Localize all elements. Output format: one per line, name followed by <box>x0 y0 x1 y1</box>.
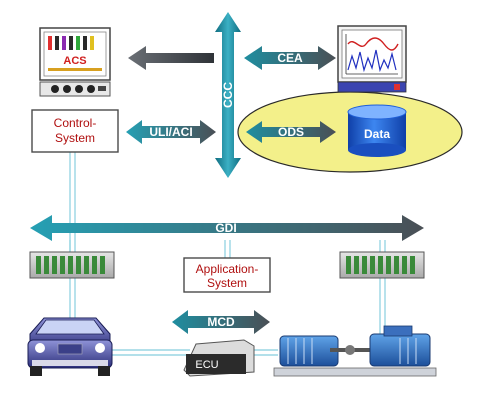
io-rack-left <box>29 251 115 279</box>
cea-bus-arrow: CEA <box>244 46 336 70</box>
application-system-label-line2: System <box>207 276 247 290</box>
gdi-label: GDI <box>215 221 236 235</box>
control-system-box: Control- System <box>31 109 119 153</box>
database-icon: Data <box>347 104 407 157</box>
acs-monitor: ACS <box>39 27 111 97</box>
io-rack-right <box>339 251 425 279</box>
uli-aci-label: ULI/ACI <box>149 125 192 139</box>
uli-aci-bus-arrow: ULI/ACI <box>126 120 216 144</box>
application-system-box: Application- System <box>183 257 271 293</box>
ods-bus-arrow: ODS <box>246 121 336 143</box>
mcd-bus-arrow: MCD <box>172 310 270 334</box>
acs-label: ACS <box>63 55 86 67</box>
acs-bars-icon <box>48 36 94 50</box>
control-system-label-line2: System <box>55 131 95 145</box>
control-system-label-line1: Control- <box>54 116 97 130</box>
cea-label: CEA <box>277 51 303 65</box>
engine-test-bench-icon <box>273 325 437 377</box>
vehicle-icon <box>27 317 113 376</box>
ods-label: ODS <box>278 125 304 139</box>
mcd-label: MCD <box>207 315 235 329</box>
ecu-box: ECU <box>183 339 255 377</box>
waveform-icon <box>345 34 399 75</box>
gdi-bus-arrow: GDI <box>30 215 424 241</box>
ccc-label: CCC <box>221 82 235 108</box>
application-system-label-line1: Application- <box>196 262 259 276</box>
acs-link-arrow <box>128 46 214 70</box>
ecu-label: ECU <box>195 359 218 371</box>
ccc-bus-arrow: CCC <box>215 12 241 178</box>
data-label: Data <box>364 127 390 141</box>
cea-monitor <box>337 25 407 93</box>
